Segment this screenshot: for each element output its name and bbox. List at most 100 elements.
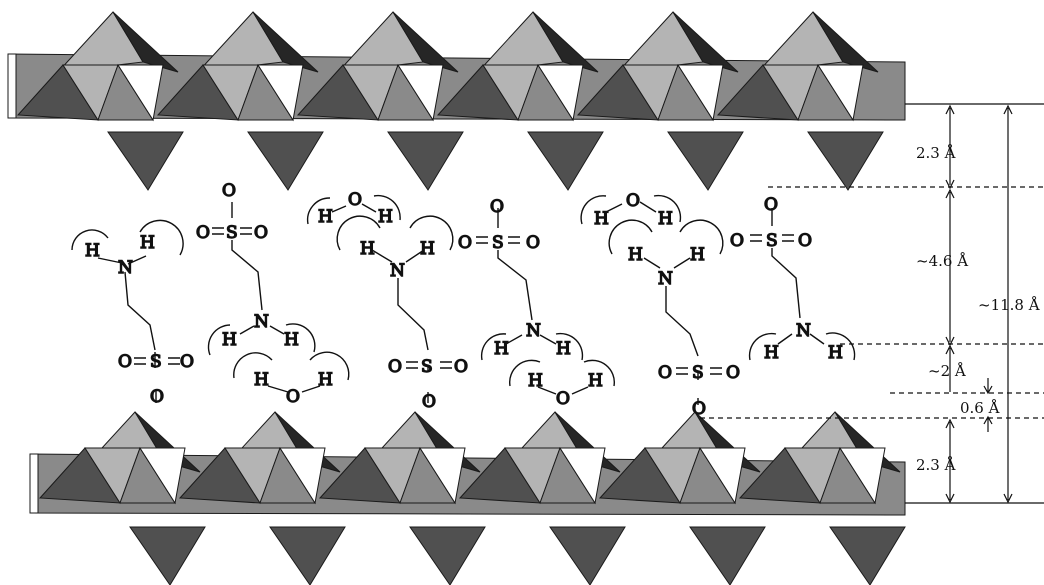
- water-molecule-3: H O H: [509, 359, 615, 410]
- sulfur-atom: S: [692, 363, 704, 383]
- octahedron-face: [667, 131, 744, 191]
- nitrogen-atom: N: [390, 261, 405, 281]
- sulfur-atom: S: [421, 357, 433, 377]
- hydrogen-atom: H: [494, 339, 509, 359]
- octahedron-face: [699, 447, 746, 505]
- hydrogen-atom: H: [528, 371, 543, 391]
- taurine-molecule-5: H N H S O O O: [608, 219, 741, 420]
- octahedron-face: [129, 526, 206, 585]
- top-octahedral-layer: [7, 11, 906, 191]
- octahedron-face: [7, 53, 17, 119]
- octahedron-face: [387, 131, 464, 191]
- octahedron-face: [419, 447, 466, 505]
- hydrogen-atom: H: [222, 330, 237, 350]
- oxygen-atom: O: [222, 181, 236, 201]
- dimension-label-bottom-layer: 2.3 Å: [916, 456, 956, 474]
- hydrogen-atom: H: [690, 245, 705, 265]
- water-molecule-4: H O H: [580, 190, 682, 230]
- sulfur-atom: S: [492, 233, 504, 253]
- sulfur-atom: S: [766, 231, 778, 251]
- nitrogen-atom: N: [254, 312, 269, 332]
- hydrogen-atom: H: [254, 370, 269, 390]
- dimension-label-interlayer: ~4.6 Å: [916, 252, 968, 270]
- hydrogen-atom: H: [378, 207, 393, 227]
- octahedron-face: [257, 64, 304, 122]
- octahedron-face: [829, 526, 906, 585]
- oxygen-atom: O: [254, 223, 268, 243]
- octahedron-face: [117, 64, 164, 122]
- octahedron-face: [756, 11, 844, 73]
- dimension-label-gap: ~2 Å: [928, 362, 966, 380]
- taurine-molecule-4: O S O O N H H: [457, 196, 584, 361]
- octahedron-face: [279, 447, 326, 505]
- octahedron-face: [817, 64, 864, 122]
- hydrogen-atom: H: [594, 209, 609, 229]
- octahedron-face: [336, 11, 424, 73]
- octahedron-face: [139, 447, 186, 505]
- hydrogen-atom: H: [85, 241, 100, 261]
- oxygen-atom: O: [422, 392, 436, 412]
- octahedron-face: [527, 131, 604, 191]
- hydrogen-atom: H: [588, 371, 603, 391]
- octahedron-face: [839, 447, 886, 505]
- octahedron-face: [56, 11, 144, 73]
- oxygen-atom: O: [286, 387, 300, 407]
- hydrogen-atom: H: [360, 239, 375, 259]
- hydrogen-atom: H: [318, 207, 333, 227]
- oxygen-atom: O: [348, 190, 362, 210]
- nitrogen-atom: N: [526, 321, 541, 341]
- water-molecule-1: H O H: [233, 351, 350, 408]
- taurine-molecule-1: H N H S O O O: [71, 219, 195, 408]
- oxygen-atom: O: [458, 233, 472, 253]
- taurine-molecule-2: O S O O N H H: [195, 180, 316, 356]
- nitrogen-atom: N: [796, 321, 811, 341]
- oxygen-atom: O: [196, 223, 210, 243]
- nitrogen-atom: N: [118, 258, 133, 278]
- oxygen-atom: O: [764, 195, 778, 215]
- oxygen-atom: O: [726, 363, 740, 383]
- nitrogen-atom: N: [658, 269, 673, 289]
- oxygen-atom: O: [388, 357, 402, 377]
- sulfur-atom: S: [226, 223, 238, 243]
- water-molecule-2: H O H: [306, 189, 401, 228]
- octahedron-face: [689, 526, 766, 585]
- oxygen-atom: O: [798, 231, 812, 251]
- oxygen-atom: O: [180, 352, 194, 372]
- hydrogen-atom: H: [556, 339, 571, 359]
- octahedron-face: [29, 453, 39, 514]
- sulfur-atom: S: [150, 352, 162, 372]
- octahedron-face: [196, 11, 284, 73]
- octahedron-face: [247, 131, 324, 191]
- oxygen-atom: O: [556, 389, 570, 409]
- dimension-label-total: ~11.8 Å: [978, 296, 1040, 314]
- taurine-molecule-6: O S O O N H H: [729, 194, 856, 364]
- oxygen-atom: O: [454, 357, 468, 377]
- octahedron-face: [549, 526, 626, 585]
- octahedron-face: [476, 11, 564, 73]
- octahedron-face: [537, 64, 584, 122]
- oxygen-atom: O: [626, 191, 640, 211]
- dimension-label-offset: 0.6 Å: [960, 399, 1000, 417]
- hydrogen-atom: H: [318, 370, 333, 390]
- bottom-octahedral-layer: [29, 411, 906, 585]
- octahedron-face: [107, 131, 184, 191]
- hydrogen-atom: H: [828, 343, 843, 363]
- interlayer-molecules: H N H S O O O O S O O N H H: [71, 180, 856, 420]
- hydrogen-atom: H: [658, 209, 673, 229]
- taurine-molecule-3: H N H S O O O: [336, 215, 469, 413]
- oxygen-atom: O: [692, 399, 706, 419]
- hydrogen-atom: H: [284, 330, 299, 350]
- oxygen-atom: O: [730, 231, 744, 251]
- octahedron-face: [807, 131, 884, 191]
- octahedron-face: [397, 64, 444, 122]
- oxygen-atom: O: [490, 197, 504, 217]
- octahedron-face: [559, 447, 606, 505]
- oxygen-atom: O: [150, 387, 164, 407]
- hydrogen-atom: H: [420, 239, 435, 259]
- hydrogen-atom: H: [628, 245, 643, 265]
- hydrogen-atom: H: [140, 233, 155, 253]
- octahedron-face: [677, 64, 724, 122]
- dimension-annotations: 2.3 Å ~4.6 Å ~11.8 Å ~2 Å 0.6 Å 2.3 Å: [700, 103, 1044, 504]
- octahedron-face: [409, 526, 486, 585]
